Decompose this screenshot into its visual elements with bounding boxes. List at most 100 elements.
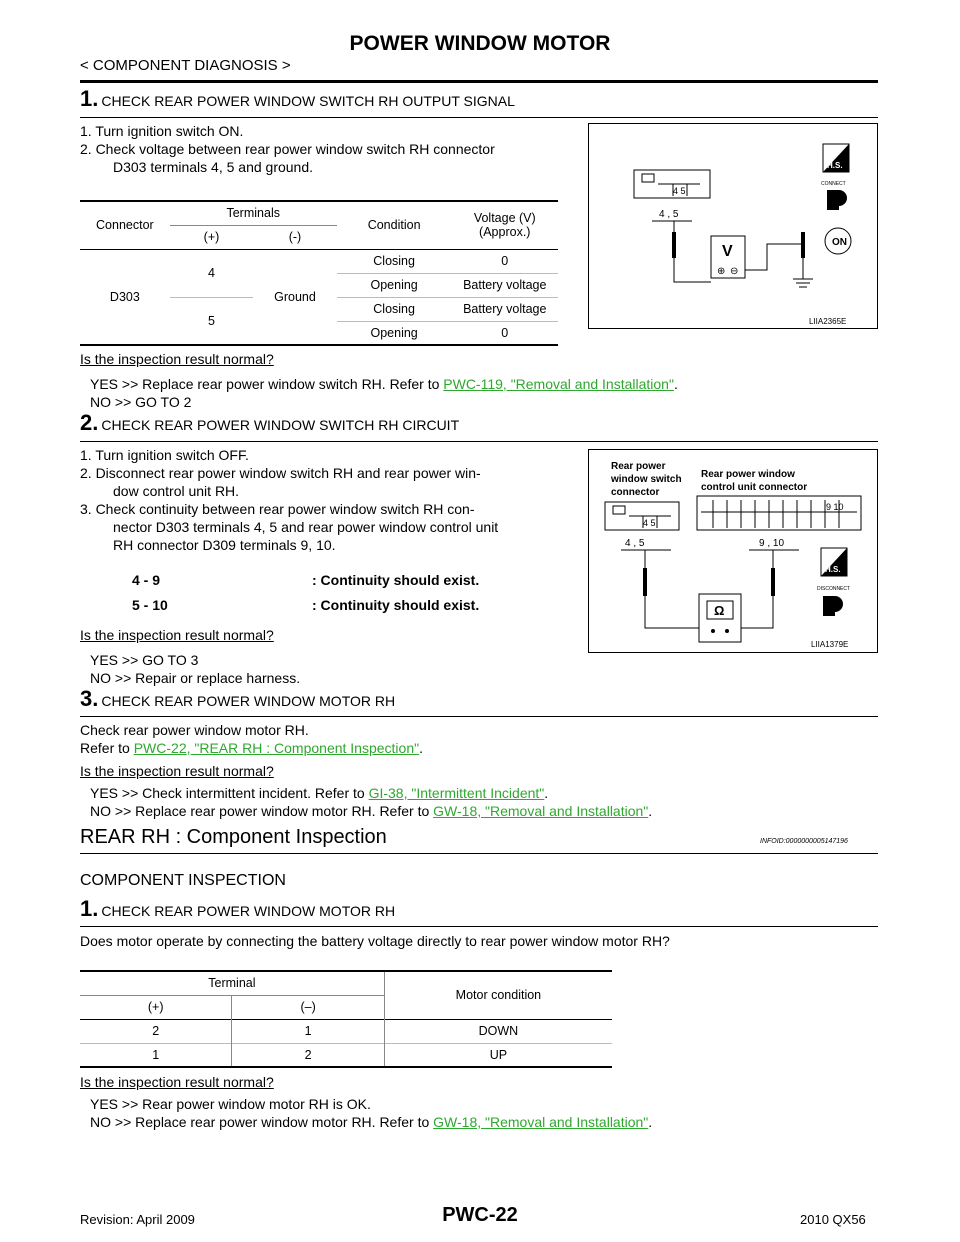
no-answer: NO >> Replace rear power window motor RH… [90, 1114, 653, 1130]
figure-label: control unit connector [701, 482, 807, 493]
figure-label: Rear power [611, 461, 666, 472]
terminal-numbers: 4 5 [673, 186, 686, 196]
table-cell: 2 [80, 1019, 233, 1043]
step-title: CHECK REAR POWER WINDOW MOTOR RH [101, 903, 396, 919]
link-gi-38[interactable]: GI-38, "Intermittent Incident" [368, 785, 545, 801]
no-answer: NO >> Repair or replace harness. [90, 670, 301, 686]
link-pwc-119[interactable]: PWC-119, "Removal and Installation" [443, 376, 674, 392]
minus-terminal-icon: ⊖ [730, 266, 738, 277]
table-header: Terminal [80, 971, 385, 996]
table-cell: Closing [373, 302, 415, 316]
step-rule [80, 716, 878, 717]
yes-answer: YES >> GO TO 3 [90, 652, 199, 668]
step-title: CHECK REAR POWER WINDOW MOTOR RH [101, 693, 396, 709]
table-header: Motor condition [455, 988, 542, 1003]
figure-id: LIIA1379E [811, 640, 848, 649]
table-header: (-) [288, 230, 302, 244]
step-3-heading: 3.CHECK REAR POWER WINDOW MOTOR RH [80, 686, 395, 712]
step-2-heading: 2.CHECK REAR POWER WINDOW SWITCH RH CIRC… [80, 410, 459, 436]
voltage-check-figure: 4 5 4 , 5 V ⊕ ⊖ H.S. CONNECT ON LIIA2365… [588, 123, 878, 329]
step-rule [80, 117, 878, 118]
step-1-instructions: 1. Turn ignition switch ON. 2. Check vol… [80, 122, 495, 176]
instruction: Check rear power window motor RH. [80, 722, 309, 738]
instruction: dow control unit RH. [113, 483, 240, 499]
table-cell: 4 [208, 266, 215, 280]
link-gw-18[interactable]: GW-18, "Removal and Installation" [433, 1114, 649, 1130]
instruction: 1. Turn ignition switch ON. [80, 123, 244, 139]
table-header: (+) [80, 995, 233, 1019]
breadcrumb: < COMPONENT DIAGNOSIS > [80, 57, 291, 74]
no-answer: NO >> GO TO 2 [90, 394, 192, 410]
voltage-table: Connector Terminals Condition Voltage (V… [80, 200, 558, 346]
step-2-instructions: 1. Turn ignition switch OFF. 2. Disconne… [80, 446, 578, 554]
question: Is the inspection result normal? [80, 627, 274, 643]
table-cell: Opening [370, 278, 418, 292]
page-title: POWER WINDOW MOTOR [349, 32, 611, 55]
instruction: 1. Turn ignition switch OFF. [80, 447, 249, 463]
voltmeter-symbol: V [722, 243, 733, 260]
instruction: D303 terminals 4, 5 and ground. [113, 159, 314, 175]
instruction: Refer to PWC-22, "REAR RH : Component In… [80, 740, 423, 756]
table-header: (–) [231, 995, 385, 1019]
wiring-diagram: 4 5 4 , 5 V ⊕ ⊖ H.S. CONNECT ON LIIA2365… [633, 143, 852, 326]
yes-answer: YES >> Check intermittent incident. Refe… [90, 785, 549, 801]
model-year: 2010 QX56 [800, 1212, 866, 1227]
component-step-1-heading: 1.CHECK REAR POWER WINDOW MOTOR RH [80, 896, 395, 922]
probe-label: 4 , 5 [625, 538, 645, 549]
probe-label: 9 , 10 [759, 538, 784, 549]
link-pwc-22[interactable]: PWC-22, "REAR RH : Component Inspection" [133, 740, 420, 756]
table-header: (+) [203, 230, 220, 244]
page-number: PWC-22 [442, 1204, 518, 1226]
figure-label: Rear power window [701, 469, 795, 480]
probe-label: 4 , 5 [659, 209, 679, 220]
table-cell: 1 [231, 1019, 385, 1043]
figure-label: window switch [610, 474, 682, 485]
table-cell: Closing [373, 254, 415, 268]
component-question-text: Does motor operate by connecting the bat… [80, 933, 670, 949]
table-cell: Opening [370, 325, 418, 340]
instruction: 2. Disconnect rear power window switch R… [80, 465, 481, 481]
section-rule [80, 853, 878, 854]
figure-id: LIIA2365E [809, 317, 846, 326]
table-cell: 1 [80, 1043, 233, 1067]
link-gw-18[interactable]: GW-18, "Removal and Installation" [433, 803, 649, 819]
step-title: CHECK REAR POWER WINDOW SWITCH RH CIRCUI… [101, 417, 460, 433]
connect-label: CONNECT [821, 181, 846, 187]
instruction: 2. Check voltage between rear power wind… [80, 141, 495, 157]
continuity-row: 5 - 10: Continuity should exist. [132, 597, 480, 613]
table-cell: D303 [109, 289, 140, 304]
continuity-check-figure: Rear power window switch connector Rear … [588, 449, 878, 653]
ignition-key-icon [824, 227, 852, 255]
yes-answer: YES >> Replace rear power window switch … [90, 376, 678, 392]
no-answer: NO >> Replace rear power window motor RH… [90, 803, 653, 819]
disconnect-label: DISCONNECT [817, 586, 850, 592]
table-cell: Battery voltage [463, 278, 547, 292]
plus-terminal-icon: ⊕ [717, 266, 725, 277]
table-cell: DOWN [478, 1024, 519, 1038]
header-rule [80, 80, 878, 83]
terminal-numbers: 4 5 [643, 518, 656, 528]
svg-text:H.S.: H.S. [825, 565, 841, 574]
step-number: 1. [80, 86, 99, 111]
step-3-text: Check rear power window motor RH. Refer … [80, 721, 423, 757]
table-cell: 0 [501, 254, 509, 268]
table-cell: UP [489, 1047, 508, 1062]
svg-text:H.S.: H.S. [827, 161, 843, 170]
table-cell: Ground [274, 289, 316, 304]
revision-date: Revision: April 2009 [80, 1212, 195, 1227]
instruction: 3. Check continuity between rear power w… [80, 501, 475, 517]
table-header: Condition [367, 218, 421, 233]
table-cell: 5 [208, 313, 215, 328]
figure-label: connector [611, 487, 659, 498]
subsection-title: COMPONENT INSPECTION [80, 872, 286, 889]
connector-icon [827, 190, 847, 210]
step-1-heading: 1.CHECK REAR POWER WINDOW SWITCH RH OUTP… [80, 86, 515, 112]
yes-answer: YES >> Rear power window motor RH is OK. [90, 1096, 371, 1112]
instruction: RH connector D309 terminals 9, 10. [113, 537, 336, 553]
terminal-numbers: 9 10 [826, 502, 844, 512]
section-title: REAR RH : Component Inspection [80, 826, 387, 848]
motor-table: Terminal Motor condition (+) (–) 2 1 DOW… [80, 970, 612, 1068]
table-header: Terminals [169, 201, 337, 226]
step-number: 3. [80, 686, 99, 711]
question: Is the inspection result normal? [80, 763, 274, 779]
